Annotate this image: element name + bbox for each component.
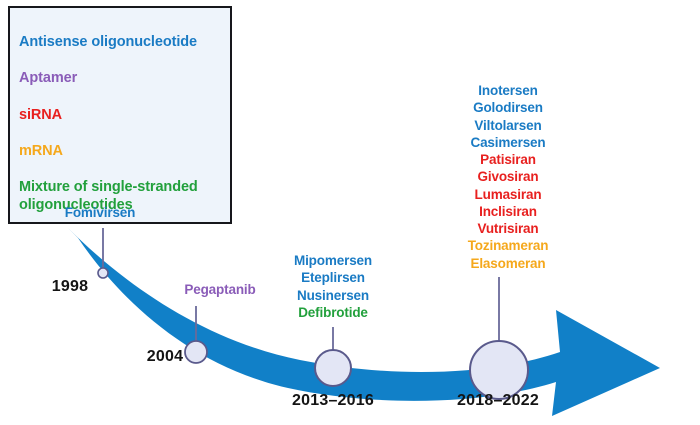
drug-label-group-mid-era: Mipomersen Eteplirsen Nusinersen Defibro… xyxy=(233,252,433,321)
milestone-marker-mid-era[interactable] xyxy=(314,349,352,387)
drug-label-givosiran: Givosiran xyxy=(477,169,539,185)
year-label-2013-2016: 2013–2016 xyxy=(292,392,374,409)
drug-label-vutrisiran: Vutrisiran xyxy=(477,221,539,237)
milestone-marker-pegaptanib[interactable] xyxy=(184,340,208,364)
drug-label-golodirsen: Golodirsen xyxy=(473,100,543,116)
year-label-1998: 1998 xyxy=(51,278,89,295)
legend-box: Antisense oligonucleotide Aptamer siRNA … xyxy=(8,6,232,225)
drug-label-pegaptanib: Pegaptanib xyxy=(184,282,256,297)
drug-label-casimersen: Casimersen xyxy=(470,134,546,150)
drug-label-nusinersen: Nusinersen xyxy=(296,287,370,303)
legend-item-sirna: siRNA xyxy=(19,88,221,124)
year-label-2004: 2004 xyxy=(146,348,184,365)
drug-label-group-fomivirsen: Fomivirsen xyxy=(0,204,200,221)
drug-label-lumasiran: Lumasiran xyxy=(474,186,542,202)
drug-label-eteplirsen: Eteplirsen xyxy=(301,270,365,286)
drug-label-mipomersen: Mipomersen xyxy=(293,253,373,268)
drug-label-tozinameran: Tozinameran xyxy=(467,238,549,254)
drug-label-fomivirsen: Fomivirsen xyxy=(64,205,136,220)
drug-label-group-recent-era: Inotersen Golodirsen Viltolarsen Casimer… xyxy=(408,82,608,272)
legend-label-sirna: siRNA xyxy=(19,106,63,123)
drug-label-group-pegaptanib: Pegaptanib xyxy=(110,281,330,298)
legend-item-aptamer: Aptamer xyxy=(19,51,221,87)
legend-item-mrna: mRNA xyxy=(19,124,221,160)
legend-label-mixture-single-stranded-oligonucleotides: Mixture of single-stranded oligonucleoti… xyxy=(19,179,198,214)
drug-label-inclisiran: Inclisiran xyxy=(479,203,537,219)
legend-item-antisense-oligonucleotide: Antisense oligonucleotide xyxy=(19,15,221,51)
drug-label-defibrotide: Defibrotide xyxy=(298,304,368,320)
milestone-marker-recent-era[interactable] xyxy=(469,340,529,400)
legend-label-antisense-oligonucleotide: Antisense oligonucleotide xyxy=(19,34,197,51)
year-label-2018-2022: 2018–2022 xyxy=(457,392,539,409)
drug-label-viltolarsen: Viltolarsen xyxy=(474,117,542,133)
drug-label-inotersen: Inotersen xyxy=(478,83,538,98)
legend-label-mrna: mRNA xyxy=(19,142,63,159)
milestone-marker-fomivirsen[interactable] xyxy=(97,267,109,279)
legend-item-mixture-single-stranded-oligonucleotides: Mixture of single-stranded oligonucleoti… xyxy=(19,160,221,214)
drug-label-patisiran: Patisiran xyxy=(480,152,536,168)
drug-label-elasomeran: Elasomeran xyxy=(470,255,546,271)
legend-label-aptamer: Aptamer xyxy=(19,70,78,87)
